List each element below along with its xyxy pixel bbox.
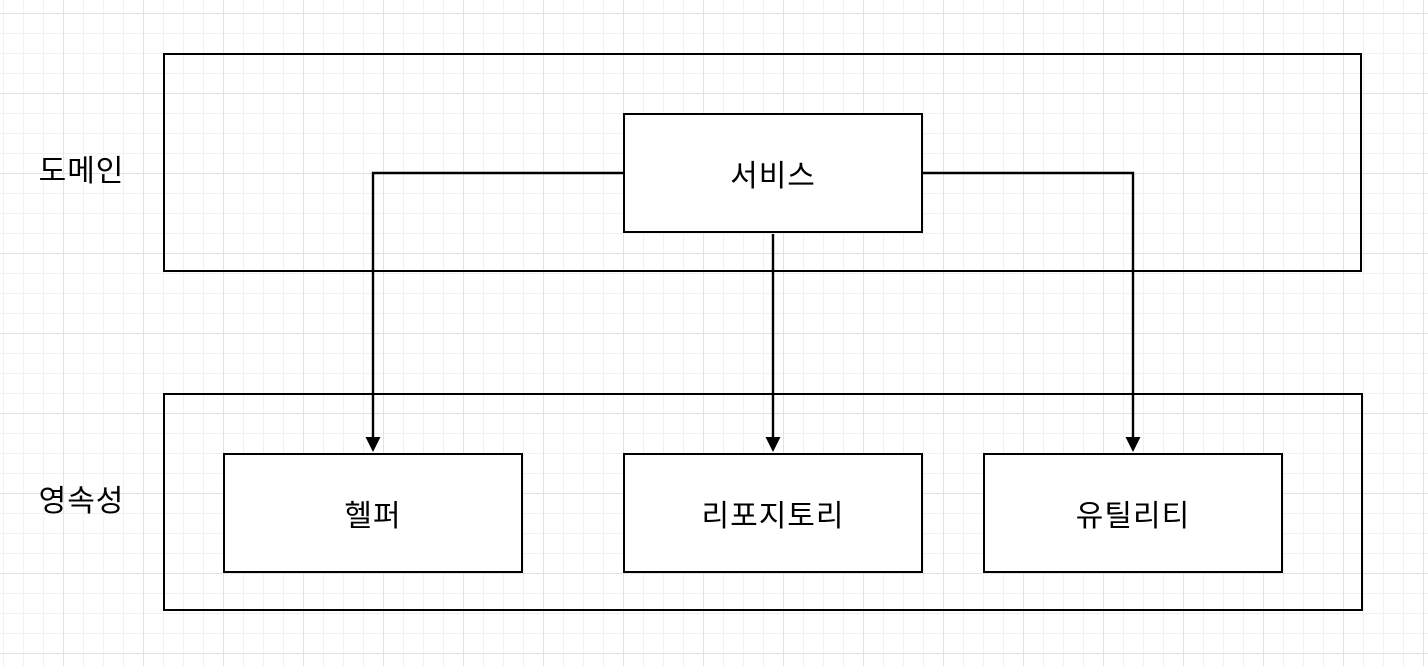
- node-helper-label: 헬퍼: [344, 500, 402, 533]
- node-utility[interactable]: 유틸리티: [983, 453, 1283, 573]
- node-repository-label: 리포지토리: [701, 500, 845, 533]
- node-service[interactable]: 서비스: [623, 113, 923, 233]
- edge-service-to-utility[interactable]: [923, 171, 1141, 452]
- lane-domain[interactable]: [163, 53, 1362, 272]
- lane-persistence[interactable]: [163, 393, 1363, 611]
- lane-domain-label: 도메인: [38, 155, 125, 188]
- node-service-label: 서비스: [730, 160, 816, 193]
- edge-service-to-helper[interactable]: [365, 171, 623, 452]
- node-helper[interactable]: 헬퍼: [223, 453, 523, 573]
- node-repository[interactable]: 리포지토리: [623, 453, 923, 573]
- lane-persistence-label: 영속성: [38, 485, 125, 518]
- node-utility-label: 유틸리티: [1075, 500, 1191, 533]
